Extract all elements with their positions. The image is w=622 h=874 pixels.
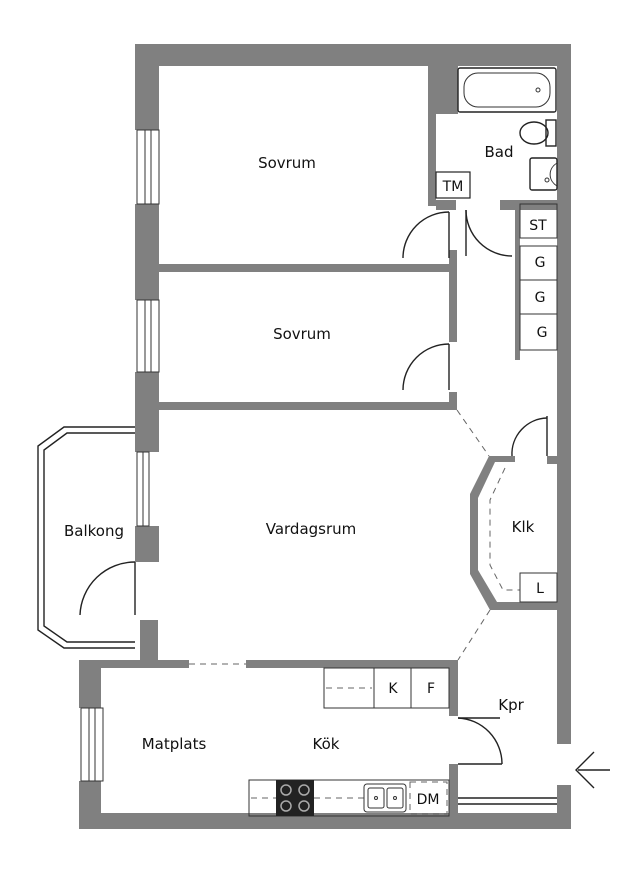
room-label-klk: Klk bbox=[512, 518, 535, 536]
washing-machine-box bbox=[435, 171, 471, 199]
fixture-label-g-2: G bbox=[535, 290, 546, 306]
room-label-sovrum-1: Sovrum bbox=[258, 154, 316, 172]
dishwasher-outline bbox=[409, 781, 448, 815]
doors bbox=[79, 209, 557, 805]
fixture-label-g-1: G bbox=[535, 255, 546, 271]
walls bbox=[79, 44, 571, 829]
room-label-bad: Bad bbox=[484, 143, 513, 161]
fixture-label-dm: DM bbox=[417, 792, 440, 808]
open-boundaries bbox=[189, 409, 491, 665]
closet-column bbox=[519, 203, 558, 351]
fixture-label-f: F bbox=[427, 681, 435, 697]
bathtub bbox=[457, 67, 557, 113]
room-label-matplats: Matplats bbox=[142, 735, 207, 753]
fixture-label-st: ST bbox=[529, 218, 547, 234]
walkin-closet-shelves bbox=[489, 467, 558, 603]
room-label-balkong: Balkong bbox=[64, 522, 124, 540]
washbasin bbox=[529, 157, 558, 191]
room-label-kpr: Kpr bbox=[498, 696, 524, 714]
balcony-outline bbox=[37, 426, 135, 649]
fixture-label-k: K bbox=[388, 681, 398, 697]
room-label-vardagsrum: Vardagsrum bbox=[266, 520, 357, 538]
room-label-sovrum-2: Sovrum bbox=[273, 325, 331, 343]
fixture-label-l: L bbox=[536, 581, 544, 597]
fixture-label-g-3: G bbox=[537, 325, 548, 341]
toilet bbox=[519, 119, 557, 147]
room-label-kok: Kök bbox=[313, 735, 340, 753]
fixture-label-tm: TM bbox=[442, 179, 464, 195]
fridge-freezer bbox=[323, 667, 450, 709]
stove bbox=[276, 780, 314, 816]
kitchen-counter bbox=[248, 779, 450, 817]
sink bbox=[363, 783, 407, 813]
arrow-left-icon bbox=[575, 751, 610, 789]
windows bbox=[80, 129, 160, 782]
